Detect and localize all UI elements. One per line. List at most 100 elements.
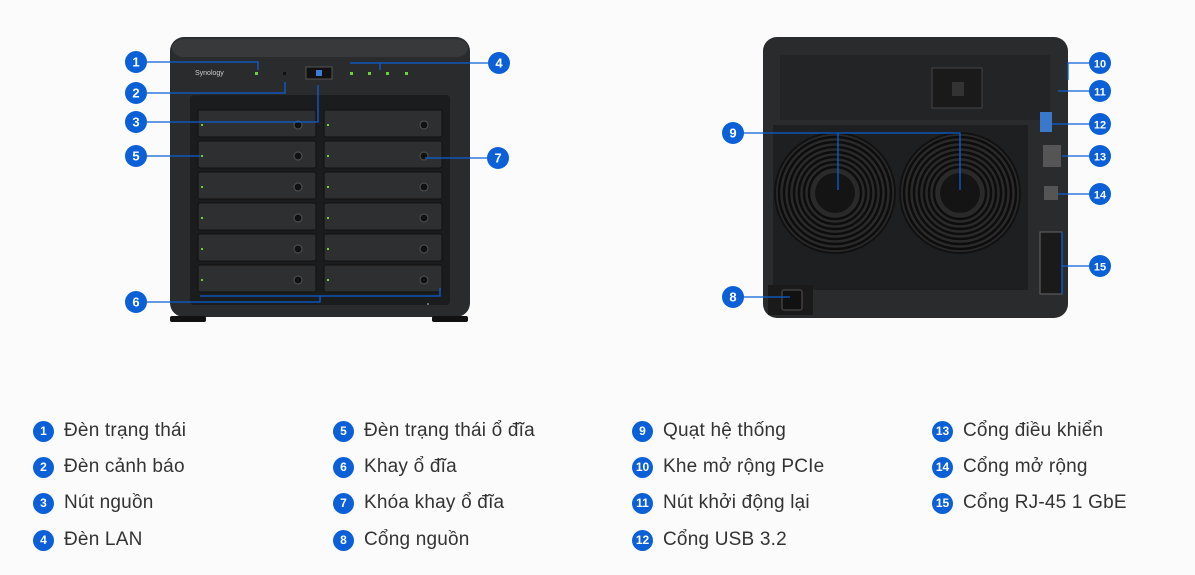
svg-text:4: 4 xyxy=(495,56,503,71)
legend-label: Đèn trạng thái ổ đĩa xyxy=(364,420,535,441)
svg-text:7: 7 xyxy=(494,151,501,166)
svg-text:1: 1 xyxy=(132,55,139,70)
legend-item: 7 Khóa khay ổ đĩa xyxy=(333,491,504,515)
svg-text:3: 3 xyxy=(132,115,139,130)
drive-tray xyxy=(323,171,443,200)
legend-label: Quạt hệ thống xyxy=(663,420,787,441)
legend-label: Đèn LAN xyxy=(64,529,143,550)
legend-label: Cổng điều khiển xyxy=(963,420,1104,441)
number-badge: 11 xyxy=(632,492,653,514)
callout-line xyxy=(350,62,488,70)
number-badge: 5 xyxy=(333,420,354,442)
callout-badge-2: 2 xyxy=(125,82,147,104)
front-device-image: Synology xyxy=(170,37,470,322)
legend-label: Nút nguồn xyxy=(64,492,154,513)
legend-item: 4 Đèn LAN xyxy=(33,528,143,552)
callout-badge-10: 10 xyxy=(1089,52,1111,74)
svg-text:2: 2 xyxy=(132,86,139,101)
legend-item: 14 Cổng mở rộng xyxy=(932,455,1088,479)
svg-text:15: 15 xyxy=(1094,262,1106,274)
fan-icon xyxy=(774,132,896,254)
legend-item: 9 Quạt hệ thống xyxy=(632,419,786,443)
number-badge: 1 xyxy=(33,420,54,442)
legend-item: 6 Khay ổ đĩa xyxy=(333,455,457,479)
svg-text:5: 5 xyxy=(132,149,139,164)
legend-item: 3 Nút nguồn xyxy=(33,491,153,515)
drive-tray xyxy=(323,140,443,169)
drive-tray xyxy=(197,202,317,231)
number-badge: 15 xyxy=(932,492,953,514)
callout-badge-1: 1 xyxy=(125,51,147,73)
callout-badge-7: 7 xyxy=(487,147,509,169)
callout-line xyxy=(147,82,286,94)
drive-tray xyxy=(323,109,443,138)
rear-device-image xyxy=(763,37,1068,318)
callout-line xyxy=(1061,232,1090,294)
legend-item: 13 Cổng điều khiển xyxy=(932,419,1103,443)
number-badge: 9 xyxy=(632,420,653,442)
number-badge: 10 xyxy=(632,456,653,478)
drive-tray xyxy=(323,202,443,231)
number-badge: 14 xyxy=(932,456,953,478)
callout-line xyxy=(147,288,441,303)
callout-line xyxy=(743,132,961,190)
svg-text:10: 10 xyxy=(1094,59,1106,71)
callout-line xyxy=(1067,62,1090,80)
callout-badge-11: 11 xyxy=(1089,80,1111,102)
legend-item: 1 Đèn trạng thái xyxy=(33,419,186,443)
callout-badge-15: 15 xyxy=(1089,255,1111,277)
svg-text:8: 8 xyxy=(729,290,736,305)
callout-badge-5: 5 xyxy=(125,145,147,167)
callout-line xyxy=(147,61,259,70)
svg-text:Synology: Synology xyxy=(195,70,224,77)
callout-badge-12: 12 xyxy=(1089,113,1111,135)
legend-label: Đèn trạng thái xyxy=(64,420,187,441)
legend-item: 8 Cổng nguồn xyxy=(333,528,470,552)
legend-item: 11 Nút khởi động lại xyxy=(632,491,810,515)
legend-label: Khay ổ đĩa xyxy=(364,456,457,477)
legend-label: Khóa khay ổ đĩa xyxy=(364,492,505,513)
legend-item: 10 Khe mở rộng PCIe xyxy=(632,455,824,479)
svg-text:9: 9 xyxy=(729,126,736,141)
drive-tray xyxy=(197,109,317,138)
legend-label: Cổng mở rộng xyxy=(963,456,1088,477)
number-badge: 3 xyxy=(33,492,54,514)
legend-label: Nút khởi động lại xyxy=(663,492,810,513)
legend-item: 15 Cổng RJ-45 1 GbE xyxy=(932,491,1127,515)
drive-tray xyxy=(197,264,317,293)
svg-text:11: 11 xyxy=(1094,87,1106,99)
number-badge: 13 xyxy=(932,420,953,442)
callout-line xyxy=(147,85,319,123)
callout-badge-4: 4 xyxy=(488,52,510,74)
svg-text:12: 12 xyxy=(1094,120,1106,132)
callout-badge-6: 6 xyxy=(125,291,147,313)
callout-badge-13: 13 xyxy=(1089,145,1111,167)
legend-label: Cổng nguồn xyxy=(364,529,470,550)
drive-tray xyxy=(197,233,317,262)
drive-tray xyxy=(323,264,443,293)
legend-label: Cổng RJ-45 1 GbE xyxy=(963,492,1127,513)
callout-badge-3: 3 xyxy=(125,111,147,133)
number-badge: 12 xyxy=(632,529,653,551)
drive-tray xyxy=(323,233,443,262)
number-badge: 8 xyxy=(333,529,354,551)
svg-text:6: 6 xyxy=(132,295,139,310)
drive-tray xyxy=(197,140,317,169)
legend-item: 5 Đèn trạng thái ổ đĩa xyxy=(333,419,535,443)
number-badge: 2 xyxy=(33,456,54,478)
legend-label: Cổng USB 3.2 xyxy=(663,529,787,550)
legend-label: Khe mở rộng PCIe xyxy=(663,456,825,477)
svg-text:14: 14 xyxy=(1094,190,1107,202)
legend-label: Đèn cảnh báo xyxy=(64,456,185,477)
svg-text:13: 13 xyxy=(1094,152,1106,164)
number-badge: 6 xyxy=(333,456,354,478)
number-badge: 4 xyxy=(33,529,54,551)
legend-item: 2 Đèn cảnh báo xyxy=(33,455,185,479)
callout-badge-14: 14 xyxy=(1089,183,1111,205)
legend-item: 12 Cổng USB 3.2 xyxy=(632,528,787,552)
callout-badge-9: 9 xyxy=(722,122,744,144)
callout-badge-8: 8 xyxy=(722,286,744,308)
drive-tray xyxy=(197,171,317,200)
number-badge: 7 xyxy=(333,492,354,514)
